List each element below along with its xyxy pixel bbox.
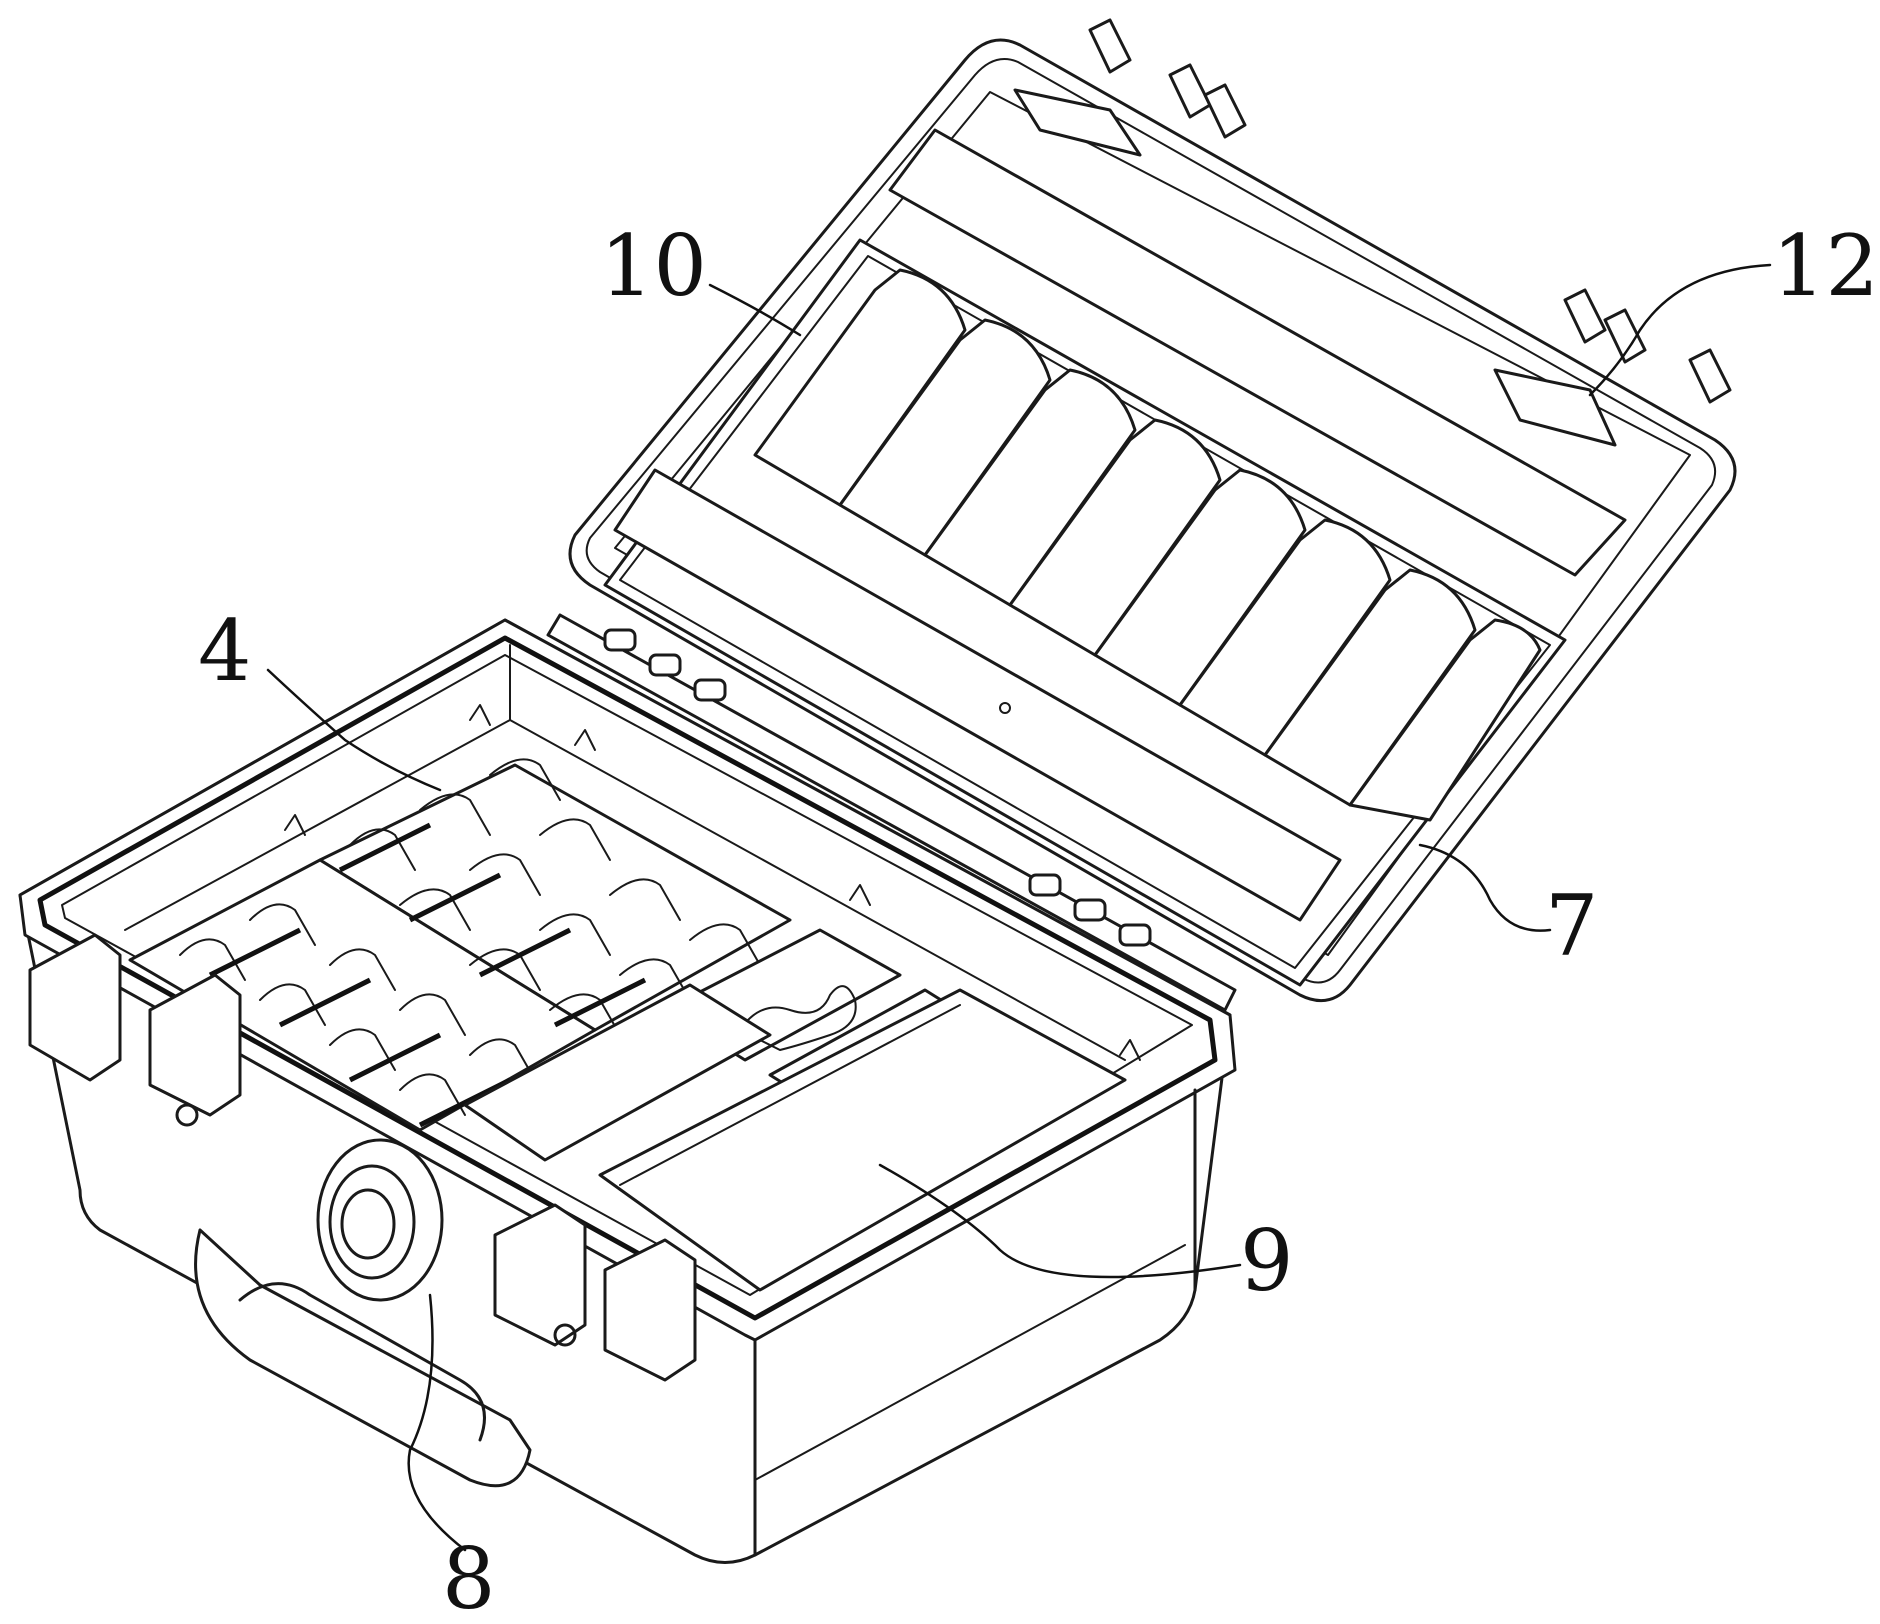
hinge	[546, 613, 1237, 1012]
callout-10: 10	[600, 217, 707, 315]
callout-8: 8	[442, 1530, 495, 1624]
front-hardware	[28, 933, 697, 1488]
pressure-valve	[316, 1138, 444, 1302]
lid-cylinders	[753, 268, 1542, 822]
callout-12: 12	[1772, 217, 1879, 315]
leader-lines	[266, 263, 1772, 1552]
base-cylinder-tray	[128, 758, 792, 1132]
callout-4: 4	[198, 602, 251, 700]
case-lid	[568, 18, 1737, 1003]
callout-9: 9	[1240, 1212, 1293, 1310]
callout-numbers: 10 4 12 7 9 8	[198, 217, 1879, 1624]
base-storage-box	[463, 928, 1127, 1292]
callout-7: 7	[1545, 877, 1598, 975]
